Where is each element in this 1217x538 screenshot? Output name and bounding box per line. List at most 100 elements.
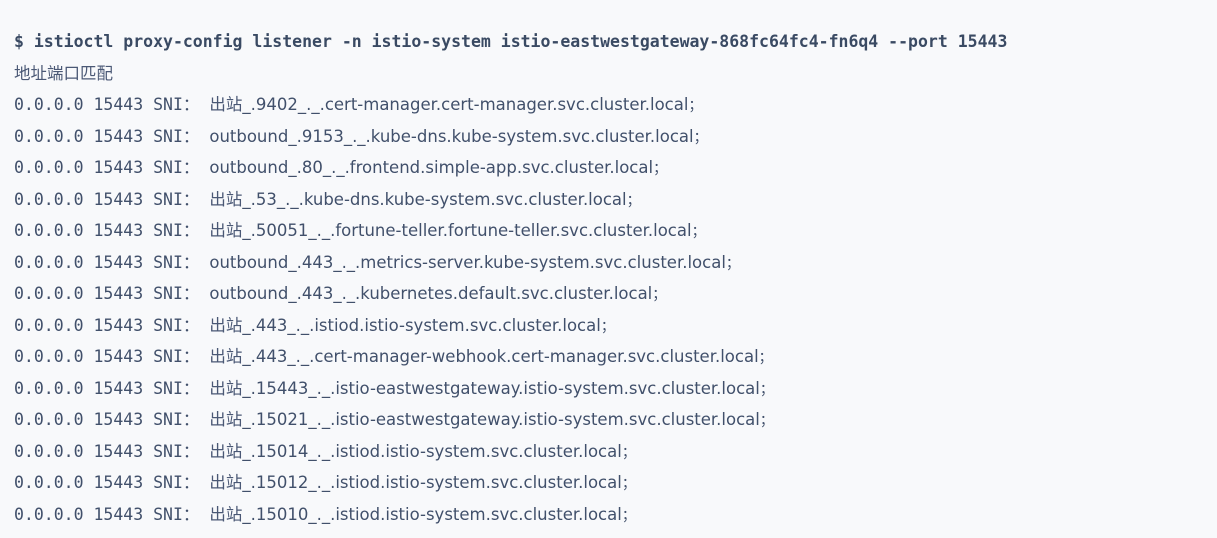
row-match-kind: SNI xyxy=(153,221,183,240)
row-port: 15443 xyxy=(93,95,144,114)
row-address: 0.0.0.0 xyxy=(14,473,84,492)
row-port: 15443 xyxy=(93,473,144,492)
row-terminator: ； xyxy=(626,192,641,209)
listener-row: 0.0.0.0 15443 SNI： outbound_.443_._.metr… xyxy=(14,247,1217,279)
row-direction: 出站 xyxy=(209,189,243,209)
row-terminator: ； xyxy=(652,287,667,303)
row-port: 15443 xyxy=(93,378,144,398)
row-terminator: ； xyxy=(621,476,636,492)
row-sni-separator: ： xyxy=(182,315,200,335)
row-address: 0.0.0.0 xyxy=(14,378,84,398)
row-terminator: ； xyxy=(653,161,668,177)
row-match-suffix: _.15012_._.istiod.istio-system.svc.clust… xyxy=(242,473,622,492)
listener-row: 0.0.0.0 15443 SNI： 出站_.15012_._.istiod.i… xyxy=(14,467,1217,499)
row-address: 0.0.0.0 xyxy=(14,284,84,303)
row-match-kind: SNI xyxy=(153,284,183,303)
row-match-suffix: _.443_._.cert-manager-webhook.cert-manag… xyxy=(242,347,759,366)
row-match-kind: SNI xyxy=(153,410,183,429)
row-port: 15443 xyxy=(93,504,144,524)
row-terminator: ； xyxy=(725,255,740,272)
row-direction: 出站 xyxy=(209,315,243,335)
listener-row: 0.0.0.0 15443 SNI： 出站_.443_._.istiod.ist… xyxy=(14,310,1217,342)
listener-row: 0.0.0.0 15443 SNI： outbound_.443_._.kube… xyxy=(14,278,1217,310)
listener-row: 0.0.0.0 15443 SNI： 出站_.15021_._.istio-ea… xyxy=(14,404,1217,436)
row-match-suffix: _.80_._.frontend.simple-app.svc.cluster.… xyxy=(288,158,654,177)
row-port: 15443 xyxy=(93,158,144,177)
row-terminator: ； xyxy=(688,98,703,114)
row-address: 0.0.0.0 xyxy=(14,441,84,461)
listener-row: 0.0.0.0 15443 SNI： outbound_.9153_._.kub… xyxy=(14,121,1217,153)
row-match-suffix: _.9153_._.kube-dns.kube-system.svc.clust… xyxy=(288,126,694,146)
row-match-suffix: _.15021_._.istio-eastwestgateway.istio-s… xyxy=(242,410,760,429)
listener-row: 0.0.0.0 15443 SNI： 出站_.9402_._.cert-mana… xyxy=(14,89,1217,121)
row-direction: outbound xyxy=(209,158,289,177)
row-address: 0.0.0.0 xyxy=(14,504,84,524)
row-match-suffix: _.9402_._.cert-manager.cert-manager.svc.… xyxy=(242,95,689,114)
row-terminator: ； xyxy=(621,444,636,461)
row-address: 0.0.0.0 xyxy=(14,158,84,177)
row-address: 0.0.0.0 xyxy=(14,252,84,272)
row-port: 15443 xyxy=(93,441,144,461)
row-direction: outbound xyxy=(209,252,289,272)
row-terminator: ； xyxy=(691,224,706,240)
row-direction: 出站 xyxy=(209,410,243,429)
row-address: 0.0.0.0 xyxy=(14,221,84,240)
row-match-suffix: _.15014_._.istiod.istio-system.svc.clust… xyxy=(242,441,622,461)
row-sni-separator: ： xyxy=(182,95,200,114)
row-match-kind: SNI xyxy=(153,504,183,524)
row-match-suffix: _.15010_._.istiod.istio-system.svc.clust… xyxy=(242,504,622,524)
row-sni-separator: ： xyxy=(182,410,200,429)
listener-row: 0.0.0.0 15443 SNI： 出站_.443_._.cert-manag… xyxy=(14,341,1217,373)
row-match-suffix: _.15443_._.istio-eastwestgateway.istio-s… xyxy=(242,378,760,398)
row-terminator: ； xyxy=(693,129,708,146)
row-port: 15443 xyxy=(93,284,144,303)
row-terminator: ； xyxy=(759,413,774,429)
row-sni-separator: ： xyxy=(182,378,200,398)
row-match-suffix: _.443_._.istiod.istio-system.svc.cluster… xyxy=(242,315,601,335)
row-match-kind: SNI xyxy=(153,441,183,461)
row-sni-separator: ： xyxy=(182,473,200,492)
row-sni-separator: ： xyxy=(182,252,200,272)
listener-row: 0.0.0.0 15443 SNI： 出站_.15443_._.istio-ea… xyxy=(14,373,1217,405)
row-address: 0.0.0.0 xyxy=(14,126,84,146)
row-direction: outbound xyxy=(209,284,289,303)
row-match-suffix: _.50051_._.fortune-teller.fortune-teller… xyxy=(242,221,692,240)
row-port: 15443 xyxy=(93,252,144,272)
row-match-kind: SNI xyxy=(153,378,183,398)
row-match-suffix: _.443_._.kubernetes.default.svc.cluster.… xyxy=(288,284,653,303)
listener-rows: 0.0.0.0 15443 SNI： 出站_.9402_._.cert-mana… xyxy=(14,89,1217,530)
row-port: 15443 xyxy=(93,347,144,366)
row-sni-separator: ： xyxy=(182,441,200,461)
listener-row: 0.0.0.0 15443 SNI： 出站_.15010_._.istiod.i… xyxy=(14,499,1217,531)
row-sni-separator: ： xyxy=(182,347,200,366)
listener-row: 0.0.0.0 15443 SNI： 出站_.53_._.kube-dns.ku… xyxy=(14,184,1217,216)
row-direction: 出站 xyxy=(209,378,243,398)
row-match-kind: SNI xyxy=(153,95,183,114)
row-match-kind: SNI xyxy=(153,347,183,366)
row-match-kind: SNI xyxy=(153,252,183,272)
row-direction: 出站 xyxy=(209,95,243,114)
command-line: $ istioctl proxy-config listener -n isti… xyxy=(14,32,1008,51)
row-terminator: ； xyxy=(759,381,774,398)
row-terminator: ； xyxy=(621,507,636,524)
listener-row: 0.0.0.0 15443 SNI： outbound_.80_._.front… xyxy=(14,152,1217,184)
row-port: 15443 xyxy=(93,410,144,429)
row-match-kind: SNI xyxy=(153,473,183,492)
row-match-kind: SNI xyxy=(153,315,183,335)
listener-row: 0.0.0.0 15443 SNI： 出站_.15014_._.istiod.i… xyxy=(14,436,1217,468)
row-terminator: ； xyxy=(600,318,615,335)
listener-row: 0.0.0.0 15443 SNI： 出站_.50051_._.fortune-… xyxy=(14,215,1217,247)
row-sni-separator: ： xyxy=(182,221,200,240)
row-address: 0.0.0.0 xyxy=(14,315,84,335)
row-address: 0.0.0.0 xyxy=(14,189,84,209)
row-sni-separator: ： xyxy=(182,284,200,303)
row-port: 15443 xyxy=(93,315,144,335)
row-port: 15443 xyxy=(93,221,144,240)
row-sni-separator: ： xyxy=(182,189,200,209)
row-direction: 出站 xyxy=(209,347,243,366)
row-match-suffix: _.53_._.kube-dns.kube-system.svc.cluster… xyxy=(242,189,627,209)
row-direction: 出站 xyxy=(209,221,243,240)
row-sni-separator: ： xyxy=(182,504,200,524)
row-direction: 出站 xyxy=(209,473,243,492)
